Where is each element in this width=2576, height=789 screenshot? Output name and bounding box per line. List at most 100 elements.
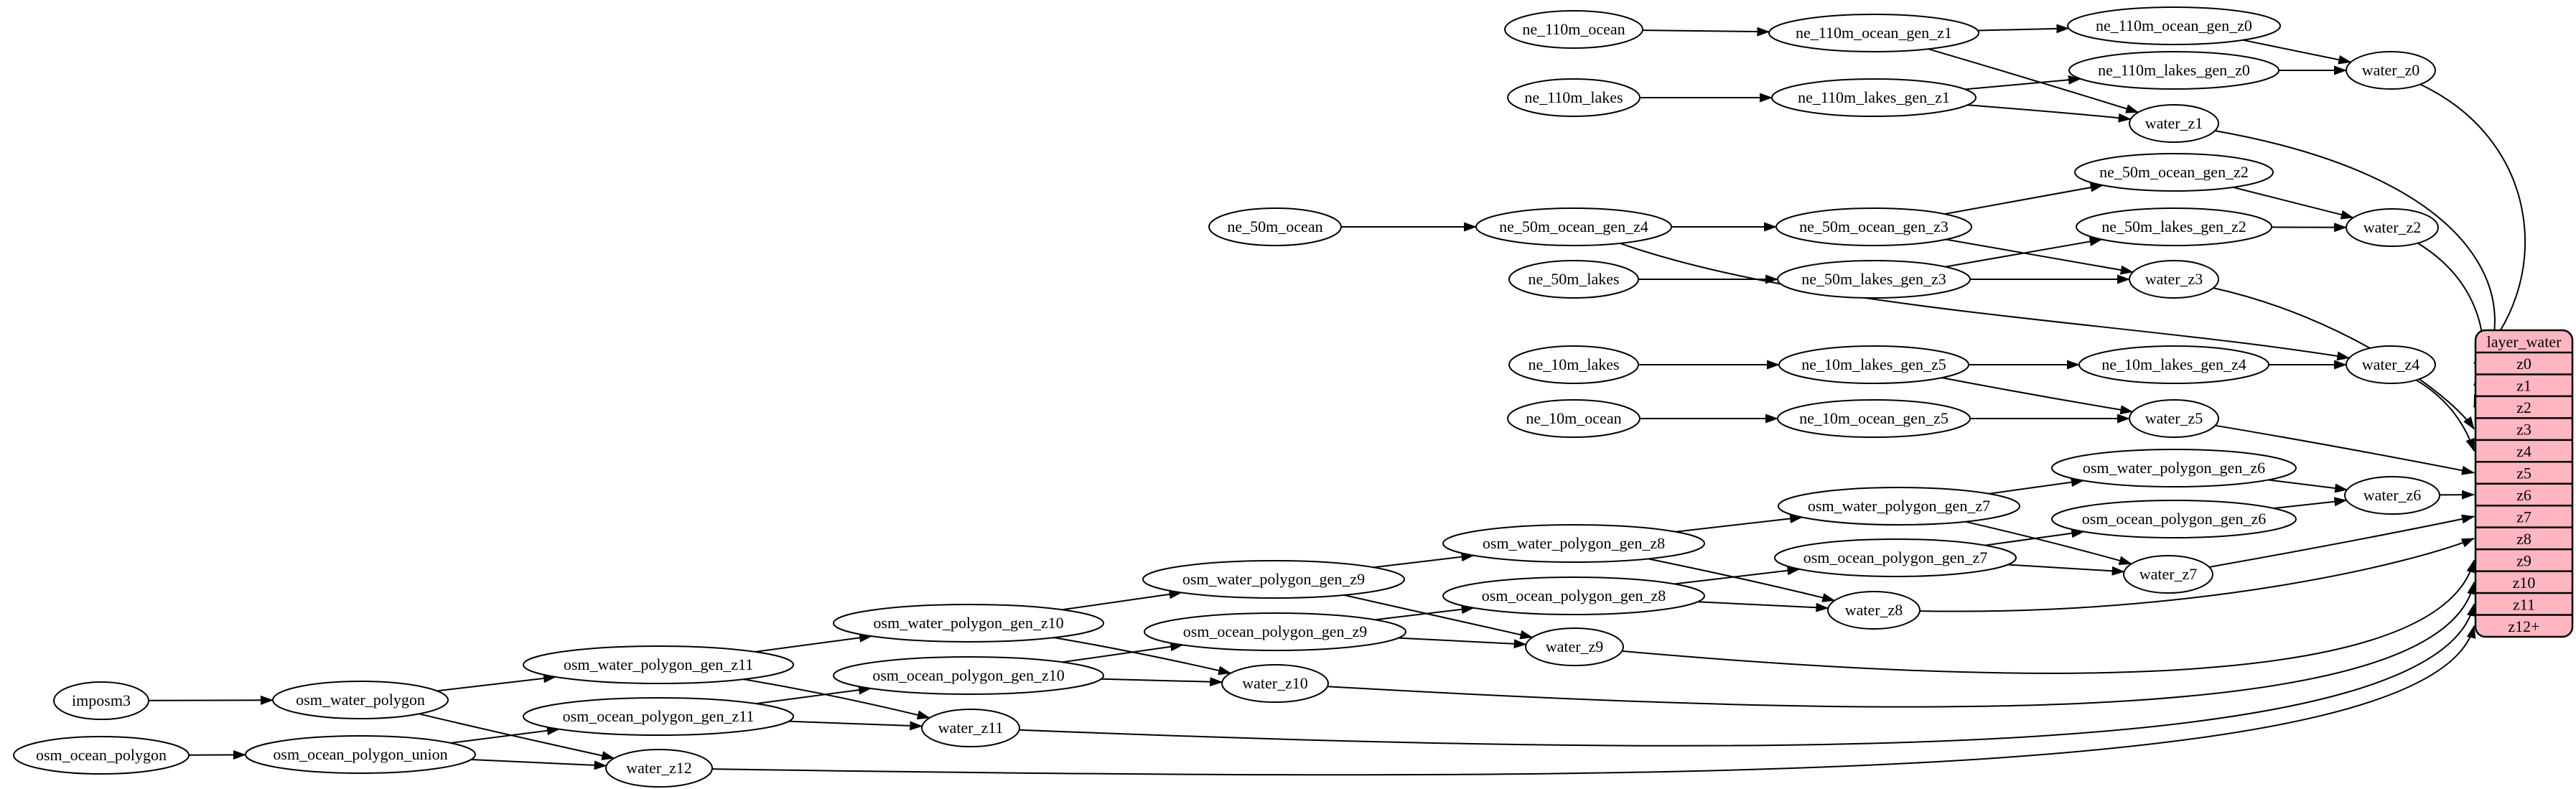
edge-ne_110m_ocean_gen_z0-to-water_z0 [2242,39,2352,65]
edge-osm_water_polygon_gen_z7-to-osm_water_polygon_gen_z6 [1989,477,2084,495]
edge-osm_ocean_polygon_gen_z9-to-osm_ocean_polygon_gen_z8 [1375,604,1475,621]
edge-osm_water_polygon_gen_z11-to-osm_water_polygon_gen_z10 [755,632,873,653]
node-ne_110m_lakes_gen_z1: ne_110m_lakes_gen_z1 [1771,78,1977,117]
edge-osm_water_polygon_gen_z9-to-osm_water_polygon_gen_z8 [1373,552,1475,569]
edge-osm_water_polygon_gen_z8-to-water_z8 [1648,558,1836,602]
node-osm_ocean_polygon_union-ellipse [245,735,476,774]
node-ne_10m_lakes-label: ne_10m_lakes [1528,355,1619,373]
node-osm_water_polygon_gen_z8-ellipse [1442,524,1705,563]
node-water_z9: water_z9 [1525,627,1624,666]
node-water_z0-label: water_z0 [2362,61,2420,79]
node-ne_110m_lakes_gen_z1-label: ne_110m_lakes_gen_z1 [1798,88,1950,106]
node-ne_110m_ocean_gen_z1-label: ne_110m_ocean_gen_z1 [1796,24,1952,42]
table-row-z10-label: z10 [2513,574,2536,592]
node-osm_ocean_polygon_gen_z6-ellipse [2051,500,2297,538]
node-osm_water_polygon_gen_z11-label: osm_water_polygon_gen_z11 [564,655,753,673]
node-water_z4: water_z4 [2346,345,2436,384]
node-ne_10m_lakes_gen_z5-ellipse [1778,345,1969,384]
node-ne_110m_ocean-ellipse [1504,10,1643,49]
edge-water_z4-to-layer_water-z4 [2415,379,2475,452]
node-osm_water_polygon_gen_z11: osm_water_polygon_gen_z11 [523,645,794,684]
node-osm_ocean_polygon-ellipse [13,736,190,775]
node-water_z0-ellipse [2346,51,2436,90]
table-row-z2-label: z2 [2516,398,2531,416]
node-water_z12: water_z12 [605,749,713,788]
edge-ne_110m_ocean-to-ne_110m_ocean_gen_z1 [1642,27,1770,37]
node-ne_110m_lakes_gen_z0-label: ne_110m_lakes_gen_z0 [2098,61,2250,79]
node-water_z4-ellipse [2346,345,2436,384]
node-ne_110m_ocean_gen_z0-ellipse [2067,6,2281,45]
node-osm_water_polygon_gen_z9: osm_water_polygon_gen_z9 [1142,560,1405,599]
node-water_z2-ellipse [2346,208,2439,247]
node-ne_110m_ocean: ne_110m_ocean [1504,10,1643,49]
node-water_z1: water_z1 [2129,104,2219,143]
node-ne_50m_lakes-label: ne_50m_lakes [1528,270,1619,288]
node-ne_50m_ocean-ellipse [1208,207,1342,246]
node-osm_ocean_polygon_gen_z10-ellipse [833,656,1104,695]
node-osm_ocean_polygon_gen_z9: osm_ocean_polygon_gen_z9 [1144,612,1406,651]
node-ne_110m_lakes_gen_z0: ne_110m_lakes_gen_z0 [2068,51,2279,90]
node-water_z8-ellipse [1827,591,1921,630]
node-ne_110m_lakes-ellipse [1507,78,1641,117]
node-water_z3-label: water_z3 [2145,270,2203,288]
layer-water-table-title: layer_water [2487,333,2562,351]
table-row-z6-label: z6 [2516,486,2531,504]
node-ne_10m_ocean_gen_z5-ellipse [1777,399,1971,438]
edge-osm_ocean_polygon_gen_z11-to-water_z11 [788,720,923,731]
edge-ne_10m_lakes_gen_z5-to-water_z5 [1941,377,2134,415]
node-osm_ocean_polygon: osm_ocean_polygon [13,736,190,775]
node-osm_water_polygon_gen_z10: osm_water_polygon_gen_z10 [833,604,1104,643]
node-water_z0: water_z0 [2346,51,2436,90]
node-ne_50m_lakes_gen_z2-label: ne_50m_lakes_gen_z2 [2101,218,2246,235]
node-osm_water_polygon_gen_z6: osm_water_polygon_gen_z6 [2051,449,2297,487]
table-row-z11-label: z11 [2513,595,2535,613]
edge-osm_ocean_polygon_gen_z8-to-water_z8 [1697,601,1829,612]
node-osm_ocean_polygon_gen_z11-ellipse [523,697,794,736]
node-water_z12-label: water_z12 [626,759,692,777]
table-row-z0-label: z0 [2516,355,2531,373]
node-osm_ocean_polygon_gen_z7-label: osm_ocean_polygon_gen_z7 [1803,548,1988,566]
edge-osm_water_polygon_gen_z8-to-osm_water_polygon_gen_z7 [1675,513,1803,533]
node-water_z11-ellipse [921,709,1020,747]
node-ne_50m_ocean_gen_z2-ellipse [2074,153,2274,192]
node-ne_10m_lakes_gen_z4: ne_10m_lakes_gen_z4 [2078,345,2269,384]
node-osm_ocean_polygon_gen_z8-label: osm_ocean_polygon_gen_z8 [1482,587,1666,604]
edge-water_z2-to-layer_water-z2 [2417,242,2485,408]
node-water_z2: water_z2 [2346,208,2439,247]
edge-water_z12-to-layer_water-z12+ [711,625,2476,776]
edge-osm_ocean_polygon_gen_z7-to-osm_ocean_polygon_gen_z6 [1984,528,2085,546]
node-ne_50m_lakes_gen_z3-label: ne_50m_lakes_gen_z3 [1801,270,1946,288]
table-row-z1-label: z1 [2516,377,2531,395]
edge-water_z5-to-layer_water-z5 [2215,424,2475,475]
table-row-z7-label: z7 [2516,508,2531,526]
edge-ne_50m_ocean_gen_z2-to-water_z2 [2233,186,2354,220]
node-osm_water_polygon_gen_z11-ellipse [523,645,794,684]
node-osm_water_polygon_gen_z10-ellipse [833,604,1104,643]
node-osm_ocean_polygon_union-label: osm_ocean_polygon_union [273,745,447,763]
table-layer: layer_waterz0z1z2z3z4z5z6z7z8z9z10z11z12… [2474,329,2574,638]
node-ne_50m_ocean_gen_z4-ellipse [1475,207,1672,246]
node-water_z9-ellipse [1525,627,1624,666]
node-ne_110m_ocean_gen_z1: ne_110m_ocean_gen_z1 [1768,14,1979,52]
node-osm_water_polygon_gen_z8: osm_water_polygon_gen_z8 [1442,524,1705,563]
node-ne_10m_lakes_gen_z4-label: ne_10m_lakes_gen_z4 [2101,355,2246,373]
node-water_z2-label: water_z2 [2363,218,2422,236]
node-water_z5-ellipse [2129,399,2219,438]
node-ne_50m_lakes_gen_z3: ne_50m_lakes_gen_z3 [1777,260,1971,299]
node-osm_water_polygon_gen_z7-ellipse [1778,487,2020,526]
edge-ne_110m_lakes_gen_z1-to-water_z1 [1967,104,2132,123]
table-row-z8-label: z8 [2516,530,2531,548]
node-ne_10m_ocean-label: ne_10m_ocean [1526,409,1621,427]
node-ne_50m_ocean_gen_z2: ne_50m_ocean_gen_z2 [2074,153,2274,192]
node-osm_ocean_polygon_gen_z7-ellipse [1774,538,2017,577]
edge-osm_water_polygon_gen_z10-to-osm_water_polygon_gen_z9 [1062,589,1182,611]
edge-ne_110m_lakes_gen_z1-to-ne_110m_lakes_gen_z0 [1965,75,2081,90]
edge-osm_ocean_polygon_gen_z10-to-osm_ocean_polygon_gen_z9 [1062,642,1184,663]
node-osm_ocean_polygon_gen_z6: osm_ocean_polygon_gen_z6 [2051,500,2297,538]
node-ne_110m_ocean_gen_z0-label: ne_110m_ocean_gen_z0 [2096,17,2252,34]
node-water_z6-label: water_z6 [2363,486,2422,504]
table-row-z4-label: z4 [2516,442,2531,460]
node-osm_ocean_polygon_gen_z8-ellipse [1442,576,1705,615]
